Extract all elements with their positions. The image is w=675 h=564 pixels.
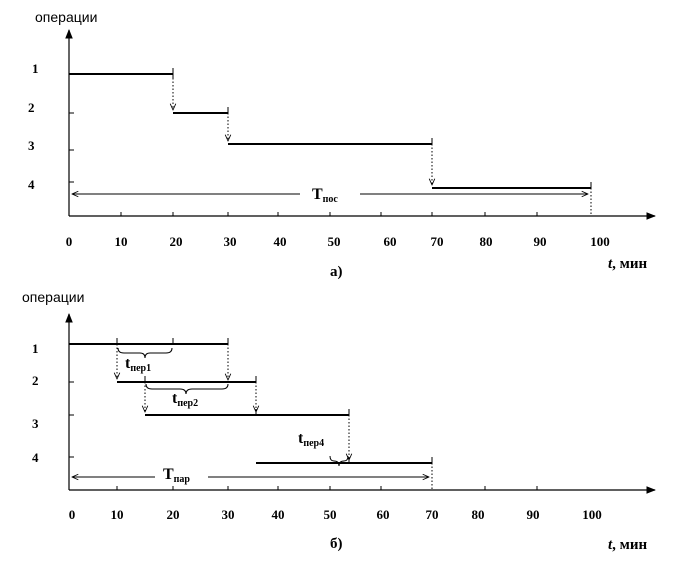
diagram-caption: а) — [330, 264, 343, 280]
x-tick-label: 80 — [472, 507, 485, 522]
x-tick-label: 60 — [377, 507, 390, 522]
op-label-1: 1 — [32, 61, 39, 76]
x-tick-label: 30 — [222, 507, 235, 522]
op-label-1: 1 — [32, 341, 39, 356]
x-axis-title: t, мин — [608, 256, 648, 272]
op-label-4: 4 — [32, 450, 39, 465]
total-time-label: Tпос — [312, 186, 338, 205]
x-tick-label: 30 — [224, 234, 237, 249]
y-axis-title: операции — [35, 9, 97, 25]
x-tick-label: 70 — [431, 234, 444, 249]
op-label-2: 2 — [28, 100, 35, 115]
x-tick-label: 40 — [274, 234, 287, 249]
x-tick-label: 100 — [590, 234, 610, 249]
x-tick-label: 40 — [272, 507, 285, 522]
tper1-label: tпер1 — [125, 355, 151, 374]
x-tick-label: 0 — [66, 234, 73, 249]
x-tick-label: 50 — [324, 507, 337, 522]
op-label-2: 2 — [32, 373, 39, 388]
x-tick-label: 50 — [328, 234, 341, 249]
x-tick-label: 100 — [582, 507, 602, 522]
x-axis-title: t, мин — [608, 537, 648, 553]
diagram-parallel: операции 1 2 3 4 tпер1 tпер2 — [22, 289, 656, 553]
tper4-label: tпер4 — [298, 430, 324, 449]
diagram-caption: б) — [330, 536, 343, 552]
brace-tper4 — [329, 455, 349, 467]
tper2-label: tпер2 — [172, 390, 198, 409]
x-tick-label: 10 — [111, 507, 124, 522]
x-tick-label: 80 — [480, 234, 493, 249]
x-tick-label: 0 — [69, 507, 76, 522]
x-tick-label: 70 — [426, 507, 439, 522]
x-ticks — [120, 212, 538, 216]
x-ticks — [116, 486, 538, 490]
x-tick-label: 60 — [384, 234, 397, 249]
brace-tper2 — [145, 383, 229, 395]
brace-tper1 — [117, 347, 173, 359]
x-tick-label: 10 — [115, 234, 128, 249]
op-label-4: 4 — [28, 177, 35, 192]
op-label-3: 3 — [32, 416, 39, 431]
y-axis-title: операции — [22, 289, 84, 305]
x-tick-label: 90 — [527, 507, 540, 522]
x-tick-label: 90 — [534, 234, 547, 249]
diagram-sequential: операции 1 2 3 4 Tпос — [28, 9, 656, 280]
total-time-label: Tпар — [163, 466, 190, 485]
x-tick-label: 20 — [170, 234, 183, 249]
op-label-3: 3 — [28, 138, 35, 153]
x-tick-label: 20 — [167, 507, 180, 522]
